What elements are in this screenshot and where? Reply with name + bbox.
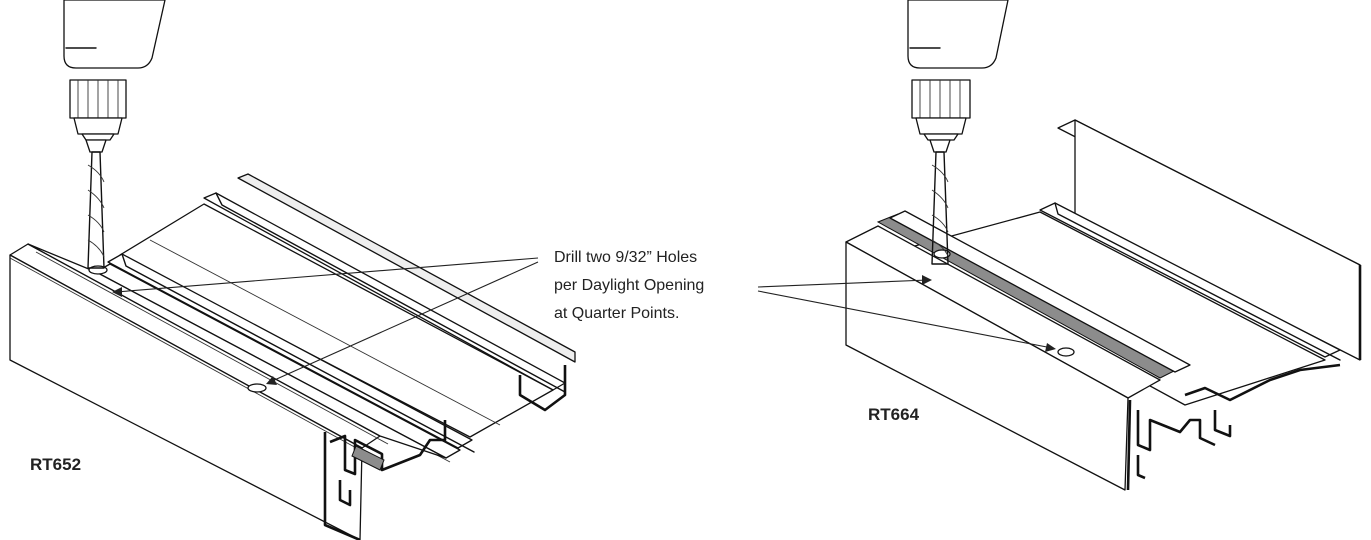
callout-arrows <box>112 257 1056 385</box>
drill-right <box>907 0 1009 265</box>
rt664-extrusion <box>845 119 1362 491</box>
drill-hole <box>1057 347 1075 357</box>
drill-left <box>63 0 166 269</box>
rt652-label: RT652 <box>30 455 81 474</box>
rt652-extrusion <box>9 173 576 540</box>
rt664-label: RT664 <box>868 405 920 424</box>
drill-hole <box>247 383 267 393</box>
callout-line-2: per Daylight Opening <box>554 277 704 294</box>
callout-line-1: Drill two 9/32” Holes <box>554 249 697 266</box>
callout-line-3: at Quarter Points. <box>554 305 679 322</box>
